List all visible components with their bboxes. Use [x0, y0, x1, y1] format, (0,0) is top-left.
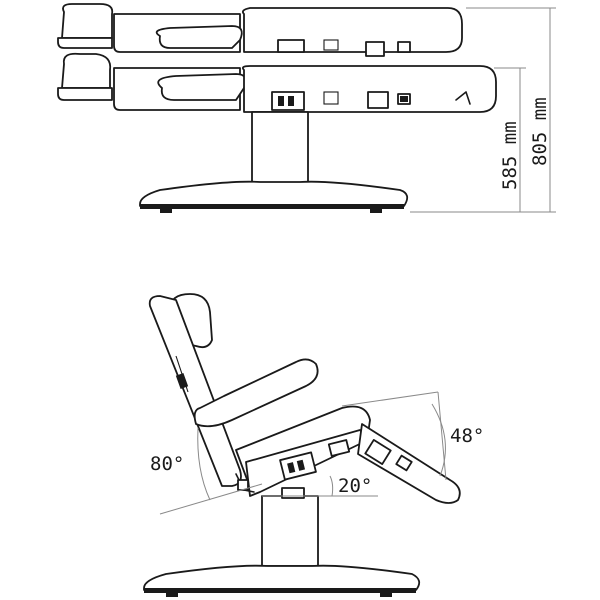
legrest-angle-arc — [431, 403, 446, 477]
backrest-angle-arc — [197, 427, 211, 501]
motor-c-cap — [400, 96, 408, 102]
height-dimensions: 585 mm 805 mm — [410, 7, 556, 213]
backrest-handle — [175, 373, 189, 389]
control-box-reclined-port-1 — [287, 462, 296, 474]
motor-seat-reclined — [327, 439, 351, 457]
control-box-port-1 — [278, 96, 284, 106]
headrest-lowered — [61, 52, 112, 89]
armrest-raised — [155, 25, 243, 49]
base-foot-left-top — [160, 209, 172, 213]
armrest-lowered — [157, 73, 247, 101]
head-section-lowered — [57, 87, 113, 101]
legrest-angle-reference — [341, 391, 439, 407]
seat-leg-section-raised — [241, 7, 463, 53]
base-foot-left — [166, 593, 178, 597]
lift-column-top — [251, 111, 309, 185]
seat-leg-section-lowered — [241, 65, 497, 113]
motor-b-raised — [365, 41, 385, 57]
lowered-position-outline — [57, 52, 497, 113]
raised-position-outline — [57, 3, 463, 57]
motor-b-lowered — [367, 91, 389, 109]
motor-c-raised — [397, 41, 411, 53]
lift-column-bottom — [261, 495, 319, 567]
armrest-reclined — [193, 358, 319, 428]
headrest-raised — [61, 3, 114, 39]
control-box-port-2 — [288, 96, 294, 106]
total-height-label: 805 mm — [529, 97, 551, 166]
control-box-reclined-port-2 — [296, 459, 306, 471]
seat-height-label: 585 mm — [499, 121, 521, 190]
angle-annotations: 80° 20° 48° — [150, 391, 484, 515]
flat-chair-side-view — [57, 3, 497, 213]
base-top — [139, 180, 409, 207]
motor-a-raised — [323, 39, 339, 51]
base-bottom-plate-top — [140, 204, 404, 209]
backrest-angle-label: 80° — [150, 453, 184, 475]
backrest-reclined — [148, 295, 242, 487]
base-bottom-plate — [144, 588, 416, 593]
leg-hinge-detail — [455, 91, 471, 105]
legrest-angle-label: 48° — [450, 425, 484, 447]
head-section-raised — [57, 37, 113, 49]
legrest-angle-line — [437, 391, 447, 481]
seat-angle-arc — [329, 475, 334, 497]
motor-leg-reclined — [364, 439, 392, 465]
base-foot-right — [380, 593, 392, 597]
backrest-angle-baseline — [159, 483, 263, 515]
motor-leg-cap-reclined — [395, 454, 413, 472]
base-bottom — [143, 564, 421, 591]
seat-angle-label: 20° — [338, 475, 372, 497]
motor-a-lowered — [323, 91, 339, 105]
reclined-chair-side-view — [143, 293, 461, 597]
control-box-raised — [277, 39, 305, 53]
base-foot-right-top — [370, 209, 382, 213]
column-cap — [281, 487, 305, 499]
